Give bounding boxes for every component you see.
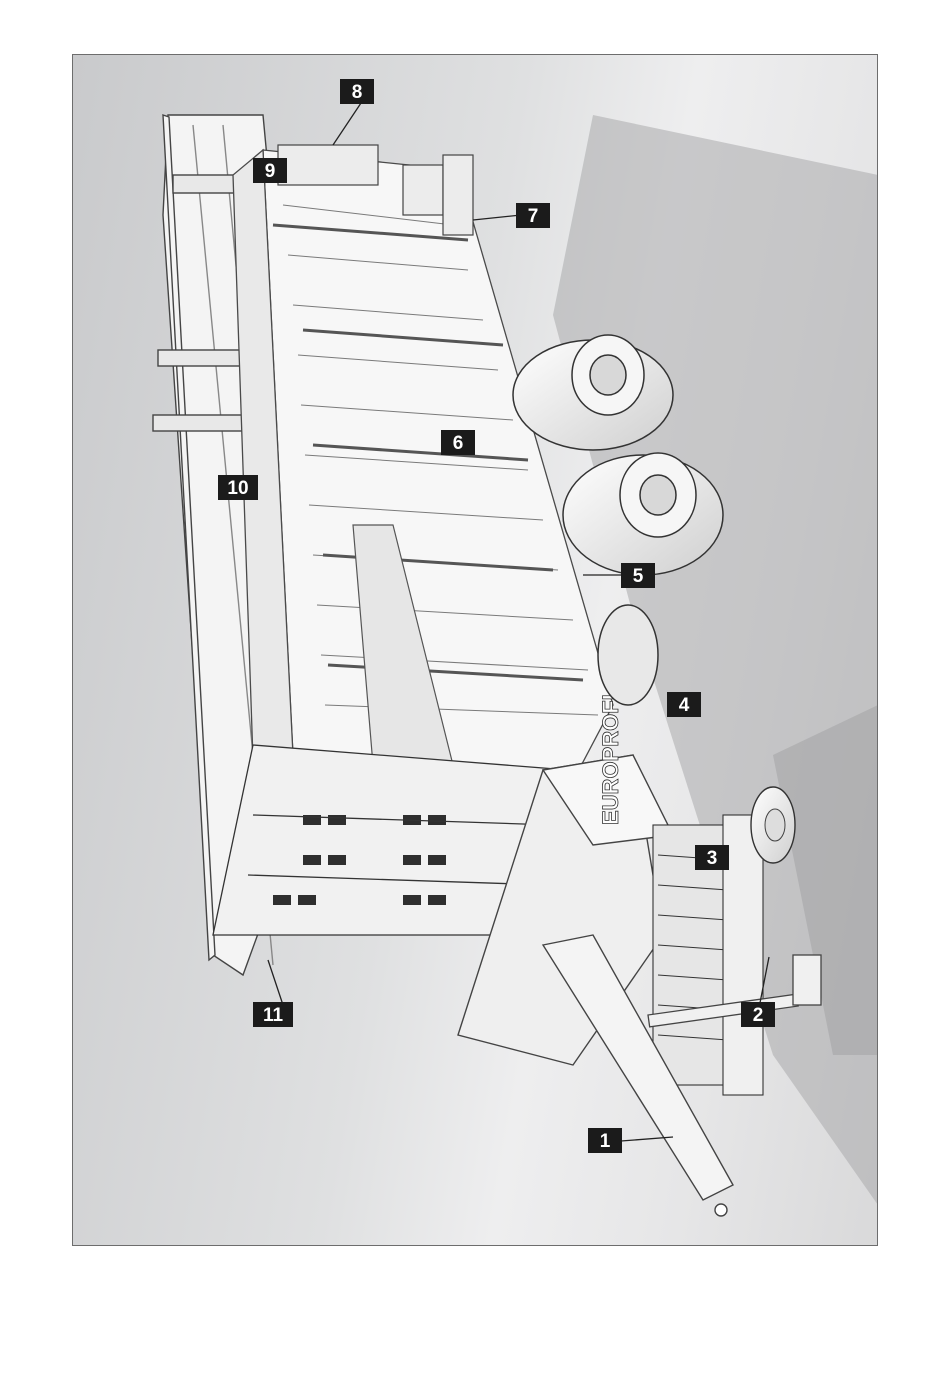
svg-text:3: 3 xyxy=(707,848,718,869)
svg-text:7: 7 xyxy=(528,206,539,227)
callout-2: 2 xyxy=(741,1002,775,1027)
trailer-diagram: EUROPROFI xyxy=(73,55,878,1246)
svg-text:9: 9 xyxy=(265,161,276,182)
callout-9: 9 xyxy=(253,158,287,183)
callout-4: 4 xyxy=(667,692,701,717)
callout-11: 11 xyxy=(253,1002,293,1027)
diagram-frame: EUROPROFI xyxy=(72,54,878,1246)
callout-5: 5 xyxy=(621,563,655,588)
svg-text:1: 1 xyxy=(600,1131,611,1152)
brand-label: EUROPROFI xyxy=(598,694,623,825)
svg-text:6: 6 xyxy=(453,433,464,454)
callout-10: 10 xyxy=(218,475,258,500)
callout-3: 3 xyxy=(695,845,729,870)
svg-text:11: 11 xyxy=(263,1005,284,1026)
callout-7: 7 xyxy=(516,203,550,228)
svg-text:8: 8 xyxy=(352,82,363,103)
svg-text:2: 2 xyxy=(753,1005,764,1026)
callout-8: 8 xyxy=(340,79,374,104)
svg-text:10: 10 xyxy=(227,478,248,499)
svg-text:4: 4 xyxy=(679,695,690,716)
svg-text:EUROPROFI: EUROPROFI xyxy=(598,694,623,825)
callout-1: 1 xyxy=(588,1128,622,1153)
front-wheel xyxy=(751,787,795,863)
callout-6: 6 xyxy=(441,430,475,455)
svg-text:5: 5 xyxy=(633,566,644,587)
